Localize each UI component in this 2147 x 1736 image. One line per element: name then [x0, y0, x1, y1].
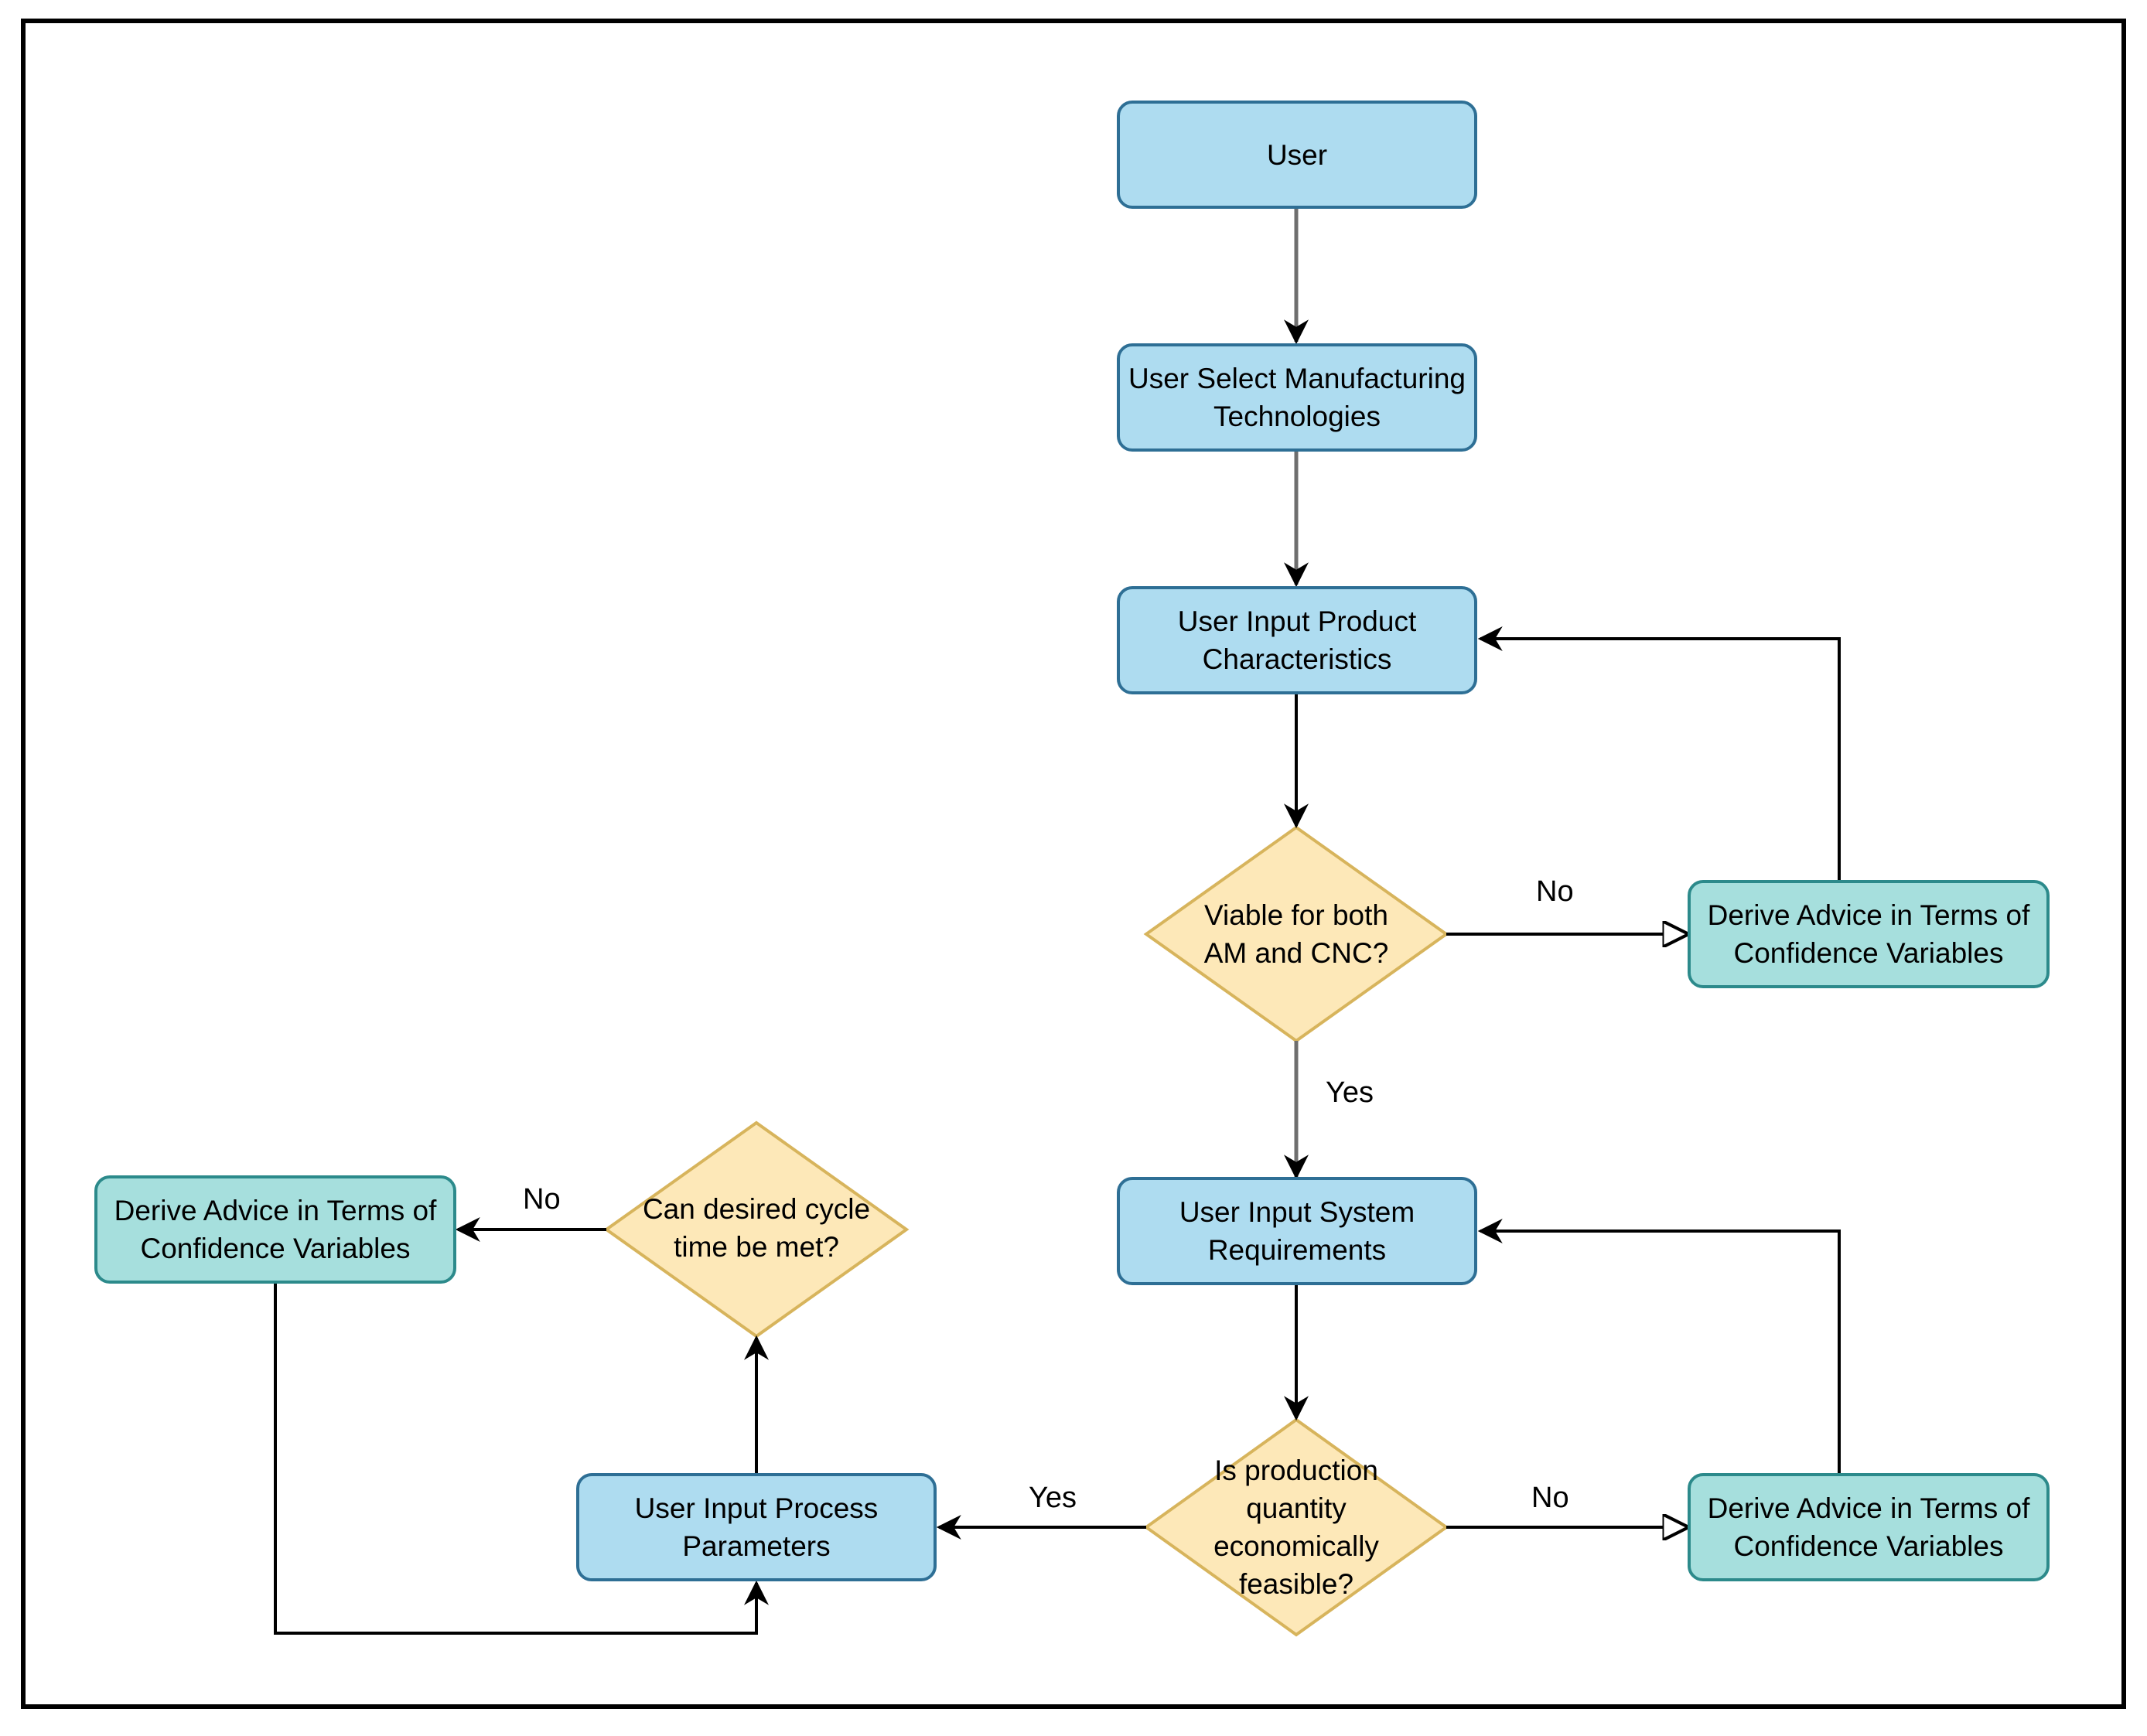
node-process-parameters-label: User Input Process Parameters	[634, 1492, 879, 1562]
node-advice-viable-label: Derive Advice in Terms of Confidence Var…	[1707, 899, 2030, 969]
diagram-frame	[21, 19, 2126, 1709]
node-advice-cycle: Derive Advice in Terms of Confidence Var…	[94, 1175, 456, 1284]
edge-label-production-yes: Yes	[1029, 1482, 1077, 1514]
decision-diamond-production	[1143, 1417, 1449, 1637]
node-system-requirements: User Input System Requirements	[1117, 1177, 1477, 1285]
node-select-technologies: User Select Manufacturing Technologies	[1117, 343, 1477, 452]
node-product-characteristics: User Input Product Characteristics	[1117, 586, 1477, 694]
node-user-label: User	[1266, 138, 1328, 171]
decision-viable-label: Viable for both AM and CNC?	[1203, 899, 1389, 969]
node-select-technologies-label: User Select Manufacturing Technologies	[1128, 363, 1466, 432]
decision-cycle-label: Can desired cycle time be met?	[642, 1193, 871, 1263]
edge-label-viable-no: No	[1536, 875, 1574, 908]
edge-label-cycle-no: No	[523, 1183, 561, 1216]
edge-label-production-no: No	[1531, 1482, 1569, 1514]
edge-label-viable-yes: Yes	[1326, 1076, 1374, 1109]
node-advice-cycle-label: Derive Advice in Terms of Confidence Var…	[114, 1195, 437, 1264]
node-advice-production-label: Derive Advice in Terms of Confidence Var…	[1707, 1492, 2030, 1562]
node-user: User	[1117, 101, 1477, 209]
decision-production-label: Is production quantity economically feas…	[1213, 1455, 1379, 1600]
connector-advice-production-loop	[1477, 1219, 1841, 1473]
node-system-requirements-label: User Input System Requirements	[1179, 1196, 1415, 1266]
node-product-characteristics-label: User Input Product Characteristics	[1177, 605, 1417, 675]
connector-advice-viable-loop	[1477, 626, 1841, 880]
node-advice-production: Derive Advice in Terms of Confidence Var…	[1688, 1473, 2050, 1581]
connector-advice-cycle-loop	[274, 1284, 769, 1635]
node-advice-viable: Derive Advice in Terms of Confidence Var…	[1688, 880, 2050, 988]
node-process-parameters: User Input Process Parameters	[576, 1473, 937, 1581]
